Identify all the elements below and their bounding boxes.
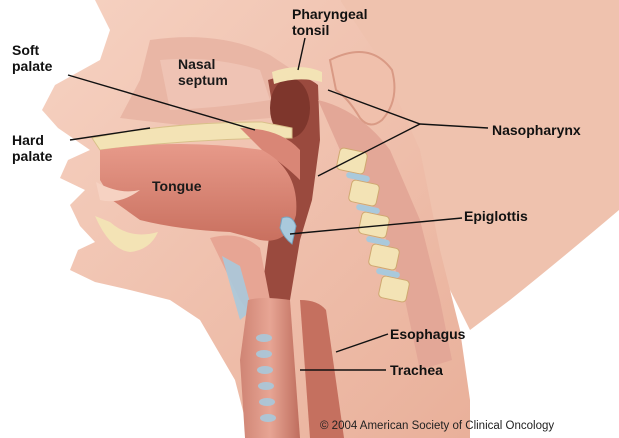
- nasopharynx-label: Nasopharynx: [492, 122, 581, 138]
- copyright-notice: © 2004 American Society of Clinical Onco…: [320, 420, 554, 432]
- soft-palate-label-line-1: Soft: [12, 42, 52, 58]
- soft-palate-label-line-2: palate: [12, 58, 52, 74]
- nasal-septum-label: Nasal septum: [178, 56, 228, 88]
- tongue-label: Tongue: [152, 178, 202, 194]
- hard-palate-label-line-1: Hard: [12, 132, 52, 148]
- trachea-label: Trachea: [390, 362, 443, 378]
- esophagus-label: Esophagus: [390, 326, 465, 342]
- soft-palate-label: Soft palate: [12, 42, 52, 74]
- pharyngeal-tonsil-label: Pharyngeal tonsil: [292, 6, 367, 38]
- nasal-septum-label-line-2: septum: [178, 72, 228, 88]
- nasal-septum-label-line-1: Nasal: [178, 56, 228, 72]
- hard-palate-label: Hard palate: [12, 132, 52, 164]
- epiglottis-label: Epiglottis: [464, 208, 528, 224]
- pharyngeal-tonsil-label-line-2: tonsil: [292, 22, 367, 38]
- hard-palate-label-line-2: palate: [12, 148, 52, 164]
- pharyngeal-tonsil-label-line-1: Pharyngeal: [292, 6, 367, 22]
